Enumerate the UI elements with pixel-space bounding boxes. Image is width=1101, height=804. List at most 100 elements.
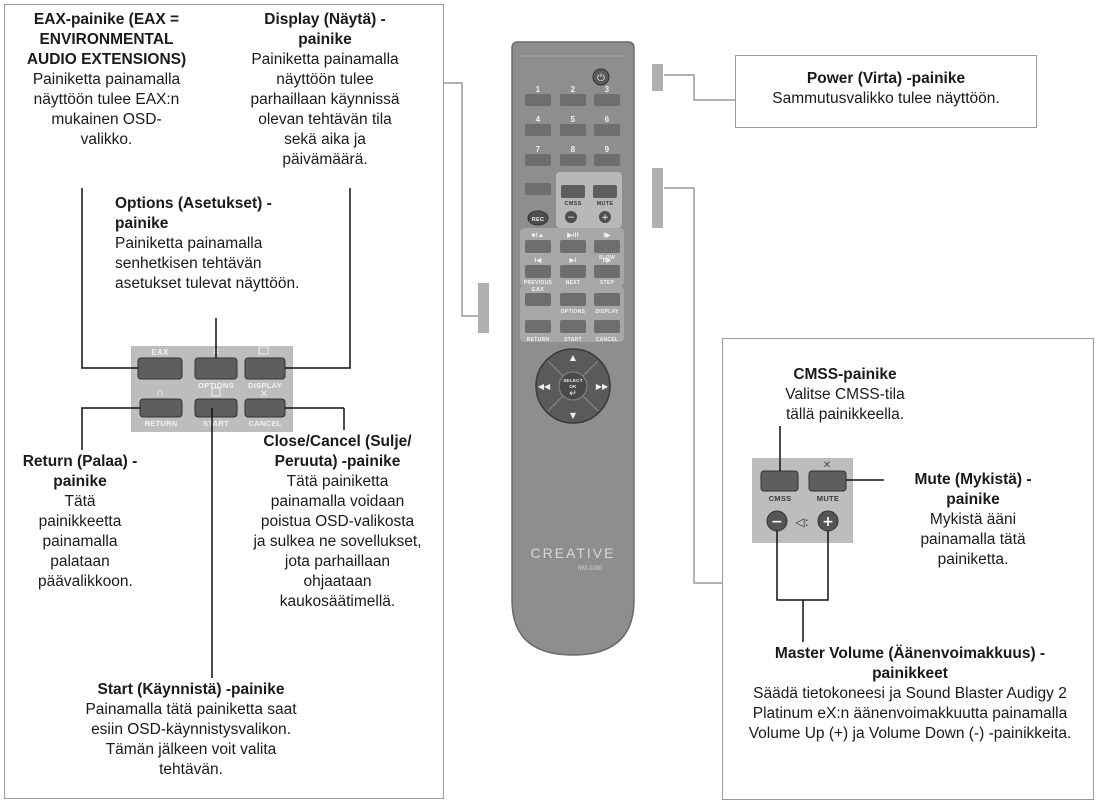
remote-cmss-label: CMSS	[564, 201, 581, 207]
remote-mute-label: MUTE	[597, 201, 614, 207]
remote-cancel-label: CANCEL	[596, 337, 619, 343]
start-caption: Start (Käynnistä) -painike Painamalla tä…	[70, 680, 312, 780]
power-callout-panel	[735, 55, 1037, 128]
remote-key-4: 4	[536, 115, 541, 124]
start-caption-title: Start (Käynnistä) -painike	[97, 681, 285, 698]
remote-model-label: RM-1000	[578, 566, 603, 572]
keypad-options-label: OPTIONS	[198, 381, 234, 390]
remote-vol-up-sign: +	[601, 213, 609, 223]
remote-menu-highlight-marker	[478, 283, 489, 333]
mute-caption-desc: Mykistä ääni painamalla tätä painiketta.	[920, 511, 1026, 568]
remote-vol-down	[565, 211, 577, 223]
left-panel-connector	[444, 82, 478, 317]
return-caption-title: Return (Palaa) -painike	[22, 453, 138, 490]
remote-mute-button	[593, 185, 617, 198]
remote-start-label: START	[564, 337, 582, 343]
remote-control: ⏻ 1 2 3 4 5 6 7 8 9 CMSS MUTE	[511, 41, 635, 656]
power-caption-title: Power (Virta) -painike	[806, 70, 966, 87]
options-caption-title: Options (Asetukset) -painike	[115, 195, 272, 232]
remote-vol-up	[599, 211, 611, 223]
options-caption-desc: Painiketta painamalla senhetkisen tehtäv…	[115, 235, 300, 292]
cmss-caption-desc: Valitse CMSS-tila tällä painikkeella.	[785, 386, 905, 423]
remote-key-1: 1	[536, 85, 541, 94]
remote-cmss-highlight-marker	[652, 168, 663, 228]
return-caption: Return (Palaa) -painike Tätä painikkeett…	[18, 452, 142, 592]
remote-rec-button	[527, 210, 549, 226]
remote-key-7: 7	[536, 145, 541, 154]
display-caption-desc: Painiketta painamalla näyttöön tulee par…	[250, 51, 400, 168]
keypad-display-button	[244, 357, 286, 380]
keypad-start-icon	[211, 387, 221, 397]
options-caption: Options (Asetukset) -painike Painiketta …	[115, 194, 305, 294]
remote-ok-label: OK	[569, 384, 577, 389]
remote-transport-stop: ■/▲	[531, 232, 544, 239]
keypad-cancel-icon: ✕	[260, 389, 268, 400]
eax-caption-title: EAX-painike (EAX = ENVIRONMENTAL AUDIO E…	[26, 11, 187, 68]
remote-nav-right-icon: ▶▶	[596, 382, 609, 391]
left-callout-lines	[81, 188, 351, 678]
keypad-start-button	[194, 398, 238, 418]
display-caption: Display (Näytä) -painike Painiketta pain…	[240, 10, 410, 170]
cancel-caption-desc: Tätä painiketta painamalla voidaan poist…	[253, 473, 422, 610]
start-caption-desc: Painamalla tätä painiketta saat esiin OS…	[85, 701, 297, 778]
remote-slow-label: SLOW	[599, 255, 615, 261]
mute-caption: Mute (Mykistä) -painike Mykistä ääni pai…	[888, 470, 1058, 570]
keypad-return-label: RETURN	[144, 419, 177, 428]
cmss-caption: CMSS-painike Valitse CMSS-tila tällä pai…	[760, 365, 930, 425]
remote-cmss-button	[561, 185, 585, 198]
keypad-eax-label: EAX	[151, 348, 169, 357]
remote-power-button	[592, 68, 610, 86]
remote-nav-up-icon: ▲	[570, 353, 577, 362]
keypad-cancel-button	[244, 398, 286, 418]
right-callout-panel	[722, 338, 1094, 800]
remote-return-label: RETURN	[527, 337, 550, 343]
remote-key-5: 5	[571, 115, 576, 124]
volume-caption: Master Volume (Äänenvoimakkuus) -painikk…	[740, 644, 1080, 744]
cancel-caption-title: Close/Cancel (Sulje/ Peruuta) -painike	[263, 433, 412, 470]
display-caption-title: Display (Näytä) -painike	[264, 11, 386, 48]
keypad-start-label: START	[203, 419, 229, 428]
remote-prev-icon: I◀	[535, 257, 542, 264]
remote-number-keys: 1 2 3 4 5 6 7 8 9	[525, 85, 620, 166]
right-panel-connector	[664, 187, 722, 584]
keypad-mute-icon: ✕	[823, 460, 831, 471]
volume-caption-title: Master Volume (Äänenvoimakkuus) -painikk…	[774, 645, 1046, 682]
eax-caption-desc: Painiketta painamalla näyttöön tulee EAX…	[32, 71, 181, 148]
remote-display-label: DISPLAY	[595, 309, 619, 315]
remote-transport-slowicon: I▶	[603, 232, 611, 239]
return-caption-desc: Tätä painikkeetta painamalla palataan pä…	[38, 493, 133, 590]
remote-step-label: STEP	[600, 280, 615, 286]
keypad-mute-label: MUTE	[817, 494, 839, 503]
keypad-cmss-button	[760, 470, 799, 492]
remote-key-8: 8	[571, 145, 576, 154]
remote-enter-icon: ↵	[569, 389, 577, 399]
keypad-return-button	[139, 398, 183, 418]
remote-step-icon: II▶	[603, 257, 612, 264]
eax-caption: EAX-painike (EAX = ENVIRONMENTAL AUDIO E…	[14, 10, 199, 150]
remote-select-label: SELECT	[563, 378, 583, 383]
remote-previous-label: PREVIOUS	[524, 280, 553, 286]
cmss-caption-title: CMSS-painike	[793, 366, 897, 383]
remote-next-label: NEXT	[566, 280, 581, 286]
remote-select-ok-button	[558, 371, 588, 401]
keypad-speaker-icon: ◁:	[794, 515, 808, 529]
remote-power-icon: ⏻	[597, 73, 605, 84]
keypad-display-icon	[258, 346, 269, 355]
remote-key-2: 2	[571, 85, 576, 94]
keypad-volume-down-sign: −	[771, 514, 783, 530]
remote-zero-key	[525, 183, 551, 195]
mute-caption-title: Mute (Mykistä) -painike	[914, 471, 1032, 508]
remote-nav-down-icon: ▼	[570, 411, 577, 420]
remote-brand-logo: CREATIVE	[531, 545, 616, 561]
remote-key-9: 9	[605, 145, 610, 154]
remote-transport-play: ▶/II	[566, 232, 579, 239]
remote-key-6: 6	[605, 115, 610, 124]
remote-key-3: 3	[605, 85, 610, 94]
keypad-volume-up-sign: +	[822, 514, 834, 530]
remote-nav-left-icon: ◀◀	[538, 382, 551, 391]
keypad-options-button	[194, 357, 238, 380]
volume-caption-desc: Säädä tietokoneesi ja Sound Blaster Audi…	[748, 685, 1072, 742]
keypad-mute-button	[808, 470, 847, 492]
right-keypad: ✕ CMSS MUTE − + ◁:	[752, 458, 853, 543]
